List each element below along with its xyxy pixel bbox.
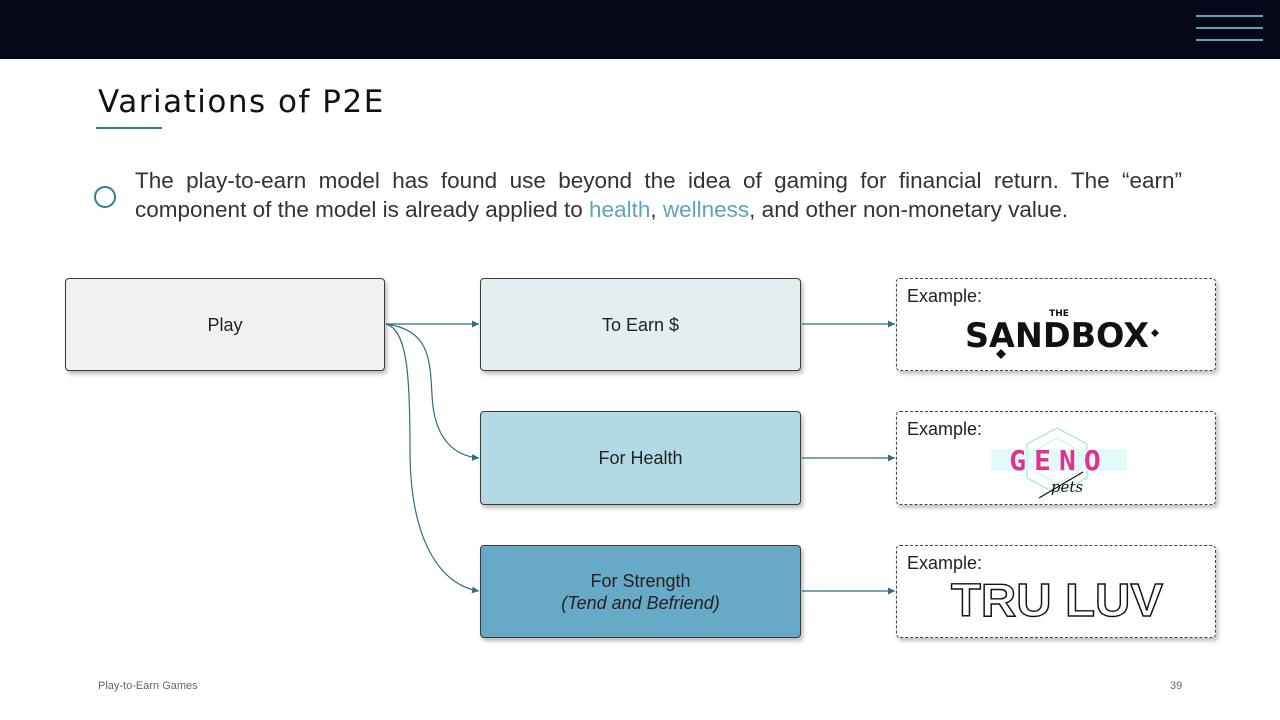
circle-bullet-icon xyxy=(94,186,116,208)
diamond-icon xyxy=(1151,329,1159,337)
node-to-earn-label: To Earn $ xyxy=(601,314,680,335)
bullet-text: The play-to-earn model has found use bey… xyxy=(135,166,1182,224)
menu-line xyxy=(1196,39,1263,41)
menu-line xyxy=(1196,15,1263,17)
bullet-text-before: The play-to-earn model has found use bey… xyxy=(135,168,1182,222)
example-box-truluv: Example: TRU LUV xyxy=(896,545,1216,638)
diamond-icon xyxy=(996,349,1006,359)
example-label: Example: xyxy=(907,553,983,573)
footer-title: Play-to-Earn Games xyxy=(98,680,198,692)
genopets-logo: GENO pets xyxy=(991,427,1127,499)
example-box-sandbox: Example: THE SANDBOX xyxy=(896,278,1216,371)
sandbox-logo-main: SANDBOX xyxy=(965,316,1149,356)
node-for-health-label: For Health xyxy=(598,448,683,468)
example-label: Example: xyxy=(907,419,983,439)
node-for-strength-label: For Strength xyxy=(590,570,691,591)
slide-title: Variations of P2E xyxy=(98,84,385,120)
connector-play-to-health xyxy=(385,323,480,461)
bullet-text-sep: , xyxy=(650,197,663,222)
node-to-earn: To Earn $ xyxy=(480,278,801,371)
node-play: Play xyxy=(65,278,385,371)
truluv-logo-main: TRU LUV xyxy=(951,574,1163,626)
genopets-logo-main: GENO xyxy=(1009,444,1108,477)
node-play-label: Play xyxy=(207,314,243,335)
slash-mark xyxy=(1038,471,1084,499)
example-box-genopets: Example: GENO pets xyxy=(896,411,1216,505)
node-for-health: For Health xyxy=(480,411,801,505)
sandbox-logo-top: THE xyxy=(1049,309,1069,319)
hexagon-icon xyxy=(1026,427,1088,495)
top-bar xyxy=(0,0,1280,59)
node-for-strength-sublabel: (Tend and Befriend) xyxy=(561,592,720,613)
genopets-logo-script: pets xyxy=(1051,478,1084,496)
truluv-logo: TRU LUV xyxy=(950,573,1164,626)
title-underline xyxy=(96,127,162,129)
node-for-strength: For Strength (Tend and Befriend) xyxy=(480,545,801,638)
page-number: 39 xyxy=(1170,680,1183,692)
menu-line xyxy=(1196,27,1263,29)
highlight-wellness: wellness xyxy=(662,197,750,222)
example-label: Example: xyxy=(907,286,983,306)
connector-play-to-strength xyxy=(385,323,480,594)
glitch-band xyxy=(991,449,1127,471)
highlight-health: health xyxy=(589,197,651,222)
bullet-text-after: , and other non-monetary value. xyxy=(749,197,1069,222)
sandbox-logo: THE SANDBOX xyxy=(965,309,1159,359)
hamburger-menu-icon[interactable] xyxy=(1196,15,1263,43)
